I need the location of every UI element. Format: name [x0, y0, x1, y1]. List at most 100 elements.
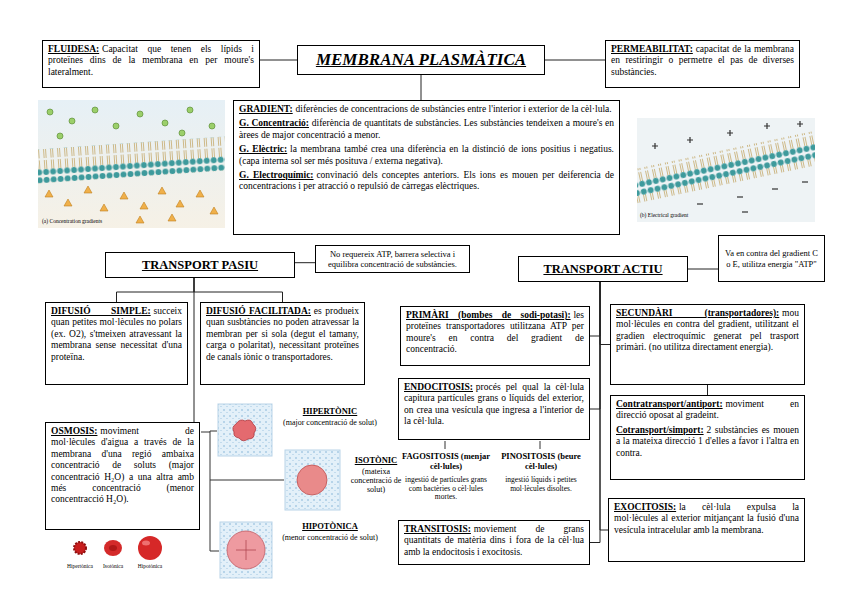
label-text: (a) Concentration gradients [42, 218, 162, 224]
label-text: (mateixa concentració de solut) [342, 467, 410, 495]
concept-heading: ENDOCITOSIS: [404, 382, 473, 392]
concept-text: Va en contra del gradient C o E, utilitz… [725, 248, 818, 268]
solute-triangle [158, 187, 166, 194]
endocytosis-leaders [445, 441, 540, 449]
solute-circle [162, 120, 168, 126]
membrane-bilayer [637, 128, 815, 206]
text-paragraph: MEMBRANA PLASMÀTICA [303, 50, 539, 70]
concept-box: Contratransport/antiport:moviment en dir… [610, 395, 805, 480]
concept-heading: G. Concentració: [239, 118, 309, 128]
concept-heading: GRADIENT: [239, 104, 293, 114]
swollen-red-cell [138, 536, 162, 560]
concept-box: TRANSITOSIS:moviement de grans quantitat… [398, 520, 590, 565]
concept-heading: Cotransport/simport: [616, 425, 704, 435]
concept-text: TRANSPORT PASIU [142, 258, 258, 272]
connector-line [117, 278, 195, 302]
label-heading: PINOSITOSIS (beure cèl·lules) [494, 452, 588, 472]
solute-triangle [140, 202, 148, 209]
concept-text: TRANSPORT ACTIU [543, 262, 662, 276]
solute-circle [209, 123, 215, 129]
label-heading: HIPOTÒNICA [278, 522, 382, 532]
plus-sign [764, 123, 770, 129]
concept-box: GRADIENT:diferències de concentracions d… [233, 100, 620, 235]
water-arrows [236, 540, 256, 560]
title-text: MEMBRANA PLASMÀTICA [316, 50, 526, 69]
concept-text: diferències de concentracions de substàn… [296, 104, 612, 114]
plus-sign [687, 137, 693, 143]
red-cells-figure [74, 536, 162, 560]
charge-signs [652, 121, 808, 212]
cell-highlight [142, 541, 150, 546]
concept-heading: OSMOSIS: [51, 426, 97, 436]
connector-line [600, 282, 608, 530]
connector-line [590, 282, 600, 409]
label-heading: ISOTÒNIC [342, 456, 410, 466]
label-text: ingestió de partícules grans com bactèri… [398, 476, 494, 502]
concept-heading: PERMEABILITAT: [611, 44, 693, 54]
connector-line [600, 282, 610, 345]
category-box: TRANSPORT ACTIU [518, 256, 688, 282]
text-paragraph: G. Concentració:diferència de quantitats… [239, 118, 614, 141]
concept-text: la membrana també crea una diferència en… [239, 144, 614, 165]
text-paragraph: GRADIENT:diferències de concentracions d… [239, 104, 614, 115]
connector-line [295, 262, 315, 263]
minus-sign [772, 188, 778, 189]
solute-circle [137, 111, 143, 117]
connector-line [688, 269, 718, 270]
concept-heading: DIFUSIÓ FACILITADA: [206, 306, 311, 316]
membrane-bilayer [38, 135, 225, 185]
text-paragraph: G. Electroquímic:convinació dels concept… [239, 170, 614, 193]
concept-heading: PRIMÀRI (bombes de sodi-potasi): [406, 310, 571, 320]
connector-line [194, 278, 283, 302]
solute-triangle [100, 204, 108, 211]
minus-sign [737, 196, 743, 197]
text-paragraph: Contratransport/antiport:moviment en dir… [616, 399, 799, 422]
label-text: (menor concentració de solut) [278, 533, 382, 542]
solute-triangle [196, 190, 204, 197]
solute-circle [92, 107, 98, 113]
connector-line [545, 60, 605, 61]
note-box: Va en contra del gradient C o E, utilitz… [718, 235, 825, 282]
solute-circle [113, 123, 119, 129]
label-text: Hipotònica [128, 563, 172, 569]
minus-sign [742, 211, 748, 212]
connector-line [194, 278, 195, 422]
note-box: No requereix ATP, barrera selectiva i eq… [315, 245, 470, 273]
minus-sign [802, 181, 808, 182]
minus-sign [697, 203, 703, 204]
text-paragraph: TRANSPORT PASIU [111, 258, 289, 273]
concept-box: PERMEABILITAT:capacitat de la membrana e… [605, 40, 800, 88]
osmosis-figures [201, 404, 340, 578]
normal-red-cell [104, 540, 122, 556]
text-paragraph: SECUNDÀRI (transportadores):mou mol·lècu… [616, 308, 799, 354]
label-text: (major concentració de solut) [278, 418, 382, 427]
concept-text: No requereix ATP, barrera selectiva i eq… [328, 249, 457, 269]
solute-triangle [120, 192, 128, 199]
concept-heading: EXOCITOSIS: [614, 502, 676, 512]
concept-heading: Contratransport/antiport: [616, 399, 723, 409]
label-heading: HIPERTÒNIC [278, 407, 382, 417]
normal-cell [297, 465, 327, 495]
solute-circle [57, 133, 63, 139]
text-paragraph: DIFUSIÓ FACILITADA:es produeix quan susb… [206, 306, 359, 363]
solute-triangles [45, 186, 218, 223]
hypertonic-panel [218, 404, 272, 456]
category-box: TRANSPORT PASIU [105, 252, 295, 278]
concept-heading: TRANSITOSIS: [404, 524, 471, 534]
electrical-gradient-figure [619, 118, 836, 222]
solute-triangle [168, 214, 176, 221]
solute-triangle [210, 207, 218, 214]
concept-heading: G. Electroquímic: [239, 170, 314, 180]
label-heading: FAGOSITOSIS (menjar cèl·lules) [398, 452, 494, 472]
concept-box: DIFUSIÓ FACILITADA:es produeix quan susb… [200, 302, 365, 385]
text-paragraph: EXOCITOSIS:la cèl·lula expulsa la mol·lè… [614, 502, 799, 536]
shrunken-cell [233, 420, 256, 441]
concept-box: EXOCITOSIS:la cèl·lula expulsa la mol·lè… [608, 498, 805, 562]
concept-box: ENDOCITOSIS:procés pel qual la cèl·lula … [398, 378, 590, 440]
solute-triangle [64, 199, 72, 206]
connector-line [421, 75, 422, 100]
concentration-gradient-figure [19, 100, 246, 228]
crenated-cell [74, 542, 86, 554]
hypotonic-panel [220, 522, 272, 578]
